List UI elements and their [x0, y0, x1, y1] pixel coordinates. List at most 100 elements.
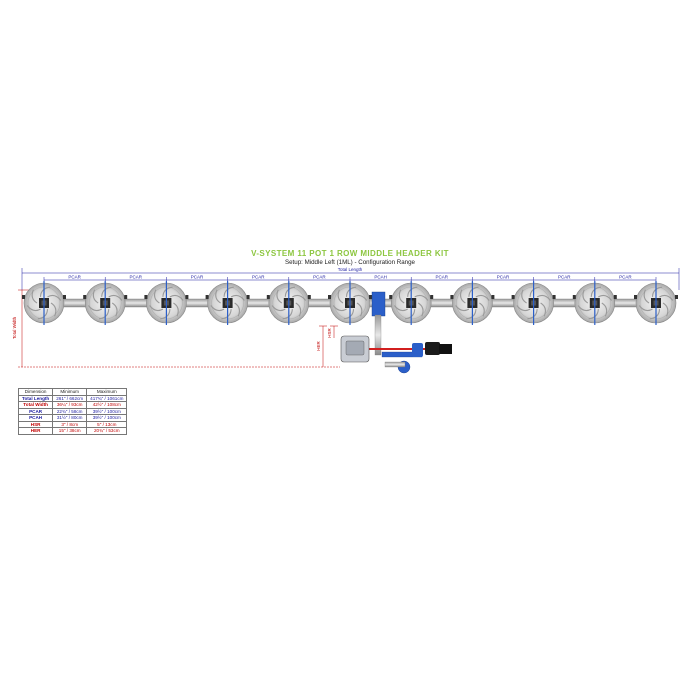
pot-swirl: [221, 309, 232, 320]
dimension-table: Dimension Minimum Maximum Total Length 2…: [17, 388, 128, 435]
pot-fitting: [124, 295, 128, 299]
pump-unit: [425, 342, 440, 355]
pot-fitting: [389, 295, 393, 299]
pcar-segment-label: PCAR: [619, 275, 632, 280]
pot-center-mark: [227, 281, 229, 325]
pot-swirl: [659, 294, 674, 301]
total-length-dimension: Total Length: [21, 267, 680, 290]
pcar-segment-label: PCAR: [436, 275, 449, 280]
table-header-row: Dimension Minimum Maximum: [17, 388, 128, 396]
table-row: HER 15" / 38cm 20¾" / 53cm: [17, 427, 128, 435]
pot-swirl: [407, 286, 418, 297]
pot-swirl: [662, 302, 669, 317]
table-row: HSR 3" / 8cm 5" / 13cm: [17, 420, 128, 428]
table-row: PCAH 31½" / 80cm 39½" / 100cm: [17, 414, 128, 422]
table-cell: Total Length: [17, 394, 54, 402]
pot-swirl: [337, 289, 344, 304]
hsr-dimension: HSR: [327, 325, 338, 338]
pot-swirl: [643, 289, 650, 304]
pot-swirl: [210, 305, 225, 312]
pot-fitting: [430, 295, 434, 299]
pot-swirl: [31, 289, 38, 304]
pot: [511, 281, 556, 325]
pot-swirl: [292, 294, 307, 301]
pcar-segment-label: PCAR: [313, 275, 326, 280]
pot-fitting: [634, 295, 637, 299]
table-cell: 417¾" / 1061cm: [86, 394, 128, 402]
pot-swirl: [540, 302, 546, 317]
pot: [634, 281, 678, 325]
pot-fitting: [511, 295, 515, 299]
pot-fitting: [491, 295, 495, 299]
pot-swirl: [601, 302, 608, 317]
pot-center-mark: [410, 281, 412, 325]
pot-swirl: [479, 302, 485, 317]
tank-lid: [345, 340, 365, 356]
pot-center-mark: [349, 281, 351, 325]
pot-swirl: [649, 309, 661, 320]
pot: [205, 281, 250, 325]
table-row: Total Width 36¼" / 93cm 42½" / 108cm: [17, 401, 128, 409]
pot-swirl: [356, 302, 363, 317]
pot-swirl: [215, 289, 221, 304]
pot-swirl: [398, 289, 405, 304]
pot-fitting: [307, 295, 311, 299]
pot-swirl: [37, 309, 49, 320]
total-width-dimension: Total Width: [12, 289, 340, 368]
pot-swirl: [353, 294, 368, 301]
table-cell: 39½" / 100cm: [86, 407, 128, 415]
pot-swirl: [154, 289, 160, 304]
pot-center-mark: [655, 281, 657, 325]
pot-fitting: [369, 295, 372, 299]
pot-swirl: [149, 305, 164, 312]
pot-fitting: [144, 295, 148, 299]
table-cell: 261" / 662cm: [52, 394, 88, 402]
pot-swirl: [160, 309, 171, 320]
pot-swirl: [516, 305, 531, 312]
pot: [328, 281, 372, 325]
pot-swirl: [582, 289, 589, 304]
pot-fitting: [552, 295, 556, 299]
pot-swirl: [588, 309, 599, 320]
pot-swirl: [455, 305, 470, 312]
pot-swirl: [271, 305, 286, 312]
pot-swirl: [223, 286, 234, 297]
header-assembly: [340, 291, 452, 374]
pot-fitting: [22, 295, 25, 299]
blue-riser-pipe: [371, 291, 386, 317]
table-cell: 36¼" / 93cm: [52, 401, 88, 409]
pot-fitting: [185, 295, 189, 299]
pot-swirl: [460, 289, 466, 304]
pot-swirl: [343, 309, 355, 320]
pot-swirl: [345, 286, 357, 297]
pot-fitting: [613, 295, 617, 299]
pot-fitting: [246, 295, 250, 299]
pot-center-mark: [288, 281, 290, 325]
her-label: HER: [316, 341, 321, 351]
hsr-label: HSR: [327, 328, 332, 338]
pot: [22, 281, 66, 325]
pot-swirl: [651, 286, 663, 297]
total-width-label: Total Width: [12, 316, 17, 339]
pot-swirl: [87, 305, 102, 312]
her-dimension: HER: [316, 325, 327, 367]
pcar-segment-label: PCAH: [374, 275, 387, 280]
pot: [266, 281, 311, 325]
pot-swirl: [234, 302, 240, 317]
pcar-segment-label: PCAR: [130, 275, 143, 280]
pot-fitting: [675, 295, 678, 299]
pot-swirl: [50, 302, 57, 317]
table-cell: HER: [17, 427, 54, 435]
pot-swirl: [26, 305, 41, 312]
pot-swirl: [468, 286, 479, 297]
pot-swirl: [92, 289, 99, 304]
pot-swirl: [475, 294, 490, 301]
pot-swirl: [577, 305, 592, 312]
table-cell: 20¾" / 53cm: [86, 427, 128, 435]
pcar-segment-label: PCAR: [497, 275, 510, 280]
pot-swirl: [101, 286, 112, 297]
pot-swirl: [414, 294, 429, 301]
pot-center-mark: [594, 281, 596, 325]
pot-swirl: [536, 294, 551, 301]
